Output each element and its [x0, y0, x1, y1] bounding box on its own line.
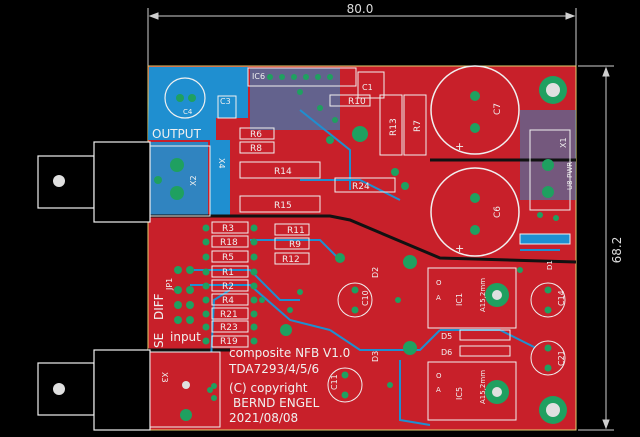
svg-text:R10: R10: [348, 97, 366, 107]
copyright-line1: (C) copyright: [229, 381, 308, 395]
svg-text:R9: R9: [289, 240, 301, 250]
svg-text:R3: R3: [222, 224, 234, 234]
diode-d6: D6: [441, 345, 511, 357]
vias: [211, 89, 559, 401]
svg-text:R12: R12: [282, 255, 300, 265]
capacitor-c1-label: C1: [362, 83, 373, 92]
svg-text:R11: R11: [287, 226, 305, 236]
svg-text:R14: R14: [274, 167, 292, 177]
capacitor-c14: C14: [530, 282, 566, 318]
svg-text:C11: C11: [330, 374, 339, 390]
svg-text:D5: D5: [441, 332, 452, 341]
capacitor-c11: C11: [327, 367, 363, 403]
capacitor-c21: C21: [530, 340, 566, 376]
svg-text:C21: C21: [557, 350, 566, 366]
svg-text:R7: R7: [413, 120, 423, 132]
bottom-copper-pour-strip: [210, 140, 230, 215]
svg-text:R24: R24: [352, 182, 370, 192]
svg-text:R2: R2: [222, 282, 234, 292]
diff-label: DIFF: [152, 293, 166, 320]
svg-text:R5: R5: [222, 253, 234, 263]
svg-text:+: +: [455, 140, 464, 153]
svg-text:R15: R15: [274, 201, 292, 211]
svg-text:IC6: IC6: [252, 72, 265, 81]
board-date: 2021/08/08: [229, 411, 298, 425]
svg-text:D1: D1: [546, 260, 554, 270]
svg-text:R4: R4: [222, 296, 234, 306]
svg-text:X1: X1: [559, 137, 568, 148]
bnc-connector-output: [37, 141, 211, 223]
capacitor-c3-label: C3: [220, 97, 231, 106]
svg-text:A: A: [436, 386, 441, 394]
board-title-line1: composite NFB V1.0: [229, 346, 350, 360]
svg-text:IC1: IC1: [455, 293, 464, 306]
svg-text:O: O: [436, 372, 442, 380]
svg-text:D2: D2: [371, 267, 380, 278]
input-label: input: [170, 330, 201, 344]
output-label: OUTPUT: [152, 127, 202, 141]
capacitor-c6: C6 +: [430, 167, 520, 257]
svg-text:R21: R21: [220, 310, 238, 320]
ic5-footprint: IC5 A15,2mm O A: [427, 361, 517, 421]
x3-label: X3: [160, 372, 169, 383]
capacitor-c3-outline: [217, 95, 237, 119]
resistor-pads-left: [202, 224, 258, 345]
resistor-array-left: [211, 221, 249, 348]
x2-label: X2: [189, 175, 198, 186]
svg-text:+: +: [455, 242, 464, 255]
ic1-footprint: IC1 A15,2mm O A: [427, 267, 517, 329]
capacitor-c1-outline: [357, 71, 385, 99]
svg-text:R1: R1: [222, 268, 234, 278]
svg-text:R8: R8: [250, 144, 262, 154]
dimension-lines: [147, 8, 614, 431]
copyright-line2: BERND ENGEL: [233, 396, 320, 410]
height-dimension-label: 68.2: [610, 237, 624, 264]
svg-text:O: O: [436, 279, 442, 287]
svg-text:D6: D6: [441, 348, 452, 357]
svg-text:R19: R19: [220, 337, 238, 347]
svg-text:C7: C7: [493, 103, 503, 115]
se-label: SE: [152, 333, 166, 348]
svg-text:A15,2mm: A15,2mm: [479, 370, 487, 404]
svg-text:R6: R6: [250, 130, 262, 140]
capacitor-c4: C4: [164, 77, 206, 119]
jp1-label: JP1: [165, 278, 174, 291]
bnc-connector-input: [37, 349, 221, 431]
jumper-jp1: [174, 266, 194, 324]
resistor-array-mid: [239, 94, 427, 265]
bottom-copper-x1: [520, 110, 576, 200]
connector-x1: X1: [529, 129, 571, 211]
x4-label: X4: [217, 158, 226, 169]
svg-text:C14: C14: [557, 290, 566, 306]
diode-d4: [519, 233, 571, 245]
svg-text:C10: C10: [361, 290, 370, 306]
svg-text:D3: D3: [371, 351, 380, 362]
mounting-holes: [485, 76, 567, 424]
svg-text:R13: R13: [389, 118, 399, 136]
svg-text:A15,2mm: A15,2mm: [479, 278, 487, 312]
u8-pwr-label: U8-PWR: [566, 162, 574, 190]
svg-text:C6: C6: [493, 206, 503, 218]
width-dimension-label: 80.0: [347, 2, 374, 16]
board-title-line2: TDA7293/4/5/6: [228, 362, 319, 376]
svg-text:R18: R18: [220, 238, 238, 248]
capacitor-c7: C7 +: [430, 65, 520, 155]
bottom-copper-pour-x4: [150, 142, 208, 215]
capacitor-c10: C10: [337, 282, 373, 318]
ic6-footprint: IC6: [247, 67, 357, 87]
isolation-gaps: [148, 158, 577, 352]
svg-text:IC5: IC5: [455, 387, 464, 400]
diode-d5: D5: [441, 329, 511, 341]
svg-text:C4: C4: [183, 108, 193, 116]
svg-text:R23: R23: [220, 323, 238, 333]
bottom-copper-ic6: [250, 68, 340, 130]
svg-text:A: A: [436, 294, 441, 302]
diode-d2-d3: D2 D3 D1: [371, 260, 554, 362]
